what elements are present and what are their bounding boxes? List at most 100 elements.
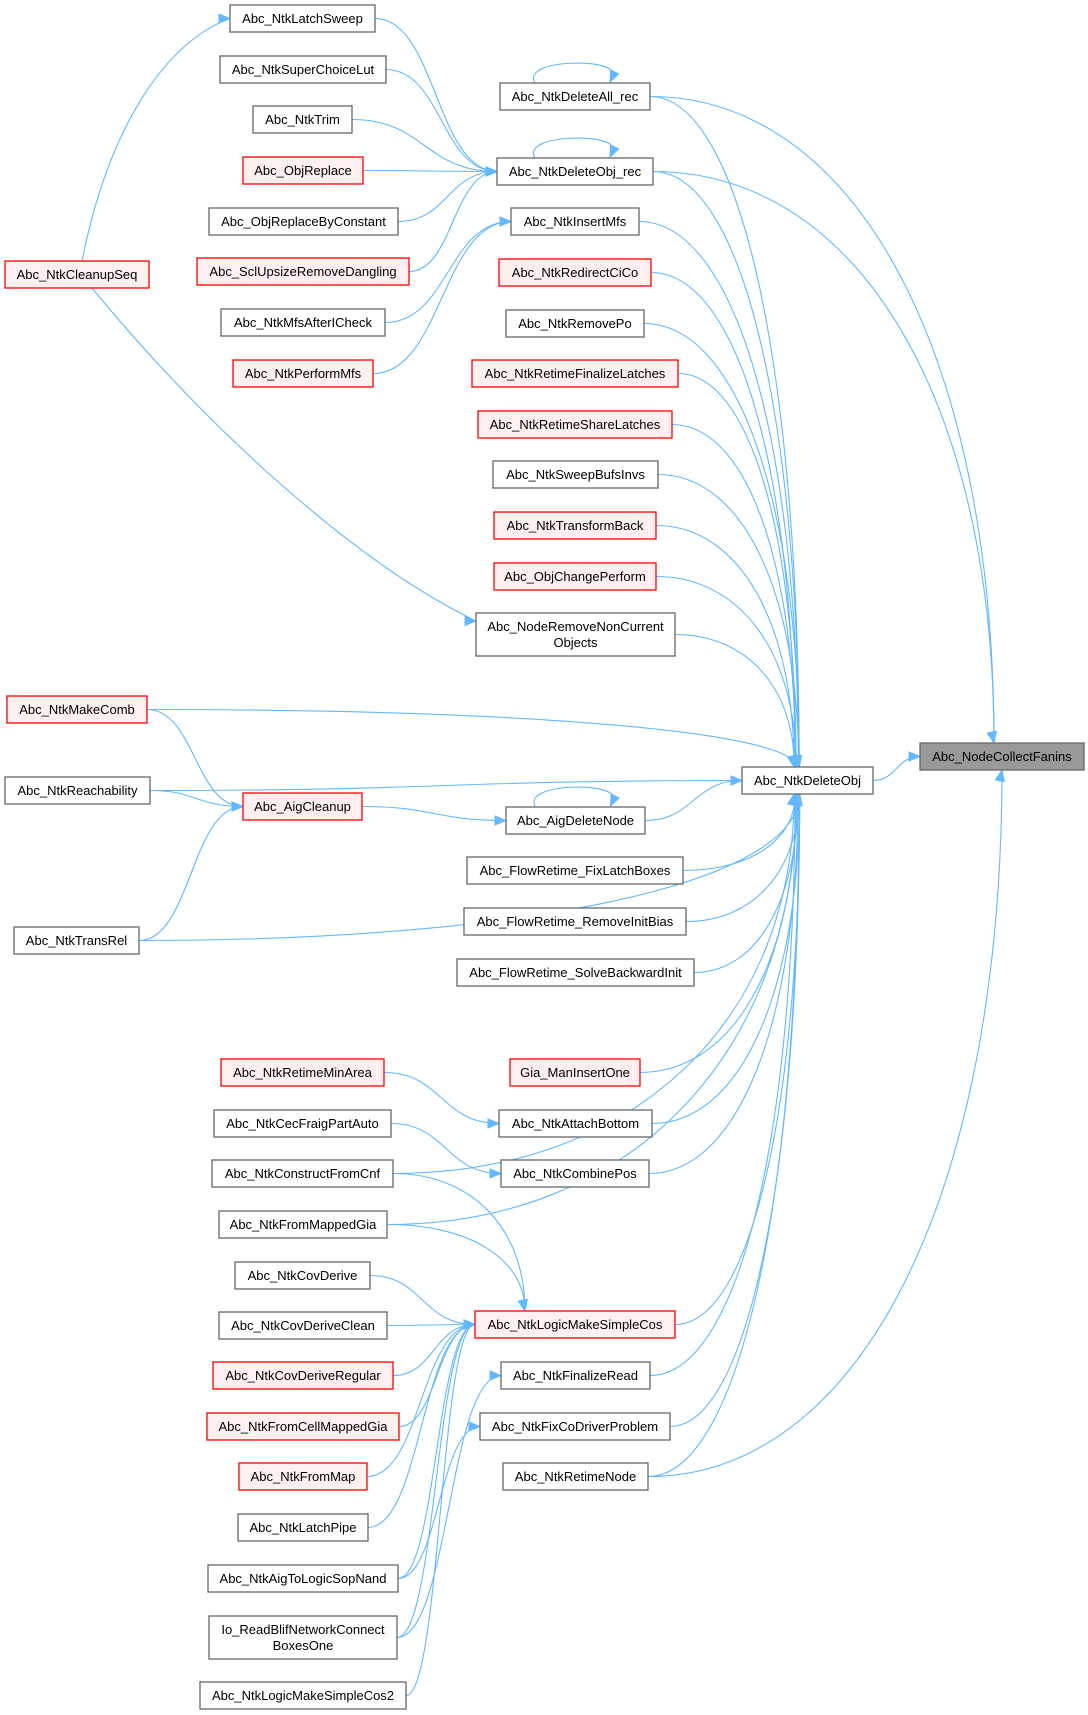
edge-flow-retime-fix-latch-boxes-to-ntk-delete-obj	[683, 794, 798, 871]
node-ntk-retime-finalize-latches[interactable]: Abc_NtkRetimeFinalizeLatches	[472, 360, 678, 387]
node-ntk-logic-make-simple-cos2[interactable]: Abc_NtkLogicMakeSimpleCos2	[200, 1682, 406, 1709]
arrow-head	[490, 1169, 501, 1178]
node-obj-replace-by-constant[interactable]: Abc_ObjReplaceByConstant	[209, 208, 398, 235]
node-ntk-construct-from-cnf[interactable]: Abc_NtkConstructFromCnf	[212, 1160, 393, 1187]
node-scl-upsize-remove-dangling[interactable]: Abc_SclUpsizeRemoveDangling	[197, 258, 409, 285]
edge-ntk-retime-min-area-to-ntk-attach-bottom	[384, 1073, 499, 1129]
arrow-head	[610, 145, 619, 157]
node-ntk-cov-derive[interactable]: Abc_NtkCovDerive	[235, 1262, 370, 1289]
node-ntk-super-choice-lut[interactable]: Abc_NtkSuperChoiceLut	[220, 56, 386, 83]
edge-line	[387, 1325, 475, 1326]
edge-aig-delete-node-to-aig-delete-node	[534, 787, 619, 807]
node-io-read-blif-network-connect-boxes-one[interactable]: Io_ReadBlifNetworkConnectBoxesOne	[209, 1616, 397, 1659]
node-label: Abc_NtkCovDeriveRegular	[225, 1368, 381, 1383]
node-label: Abc_NtkDeleteObj	[754, 773, 861, 788]
node-label: Abc_NtkCovDerive	[248, 1268, 358, 1283]
edge-line	[683, 794, 795, 871]
node-ntk-cov-derive-clean[interactable]: Abc_NtkCovDeriveClean	[219, 1312, 387, 1339]
edge-ntk-retime-finalize-latches-to-ntk-delete-obj	[678, 374, 798, 768]
edge-ntk-construct-from-cnf-to-ntk-logic-make-simple-cos	[393, 1174, 527, 1312]
edge-ntk-super-choice-lut-to-ntk-delete-obj-rec	[386, 70, 497, 177]
node-label: Abc_NtkConstructFromCnf	[225, 1166, 381, 1181]
node-obj-replace[interactable]: Abc_ObjReplace	[243, 157, 363, 184]
node-ntk-retime-share-latches[interactable]: Abc_NtkRetimeShareLatches	[478, 411, 672, 438]
node-ntk-remove-po[interactable]: Abc_NtkRemovePo	[506, 310, 644, 337]
node-ntk-redirect-ci-co[interactable]: Abc_NtkRedirectCiCo	[499, 259, 651, 286]
edge-node-remove-non-current-objects-to-ntk-delete-obj	[675, 635, 797, 768]
edge-ntk-retime-node-to-ntk-delete-obj	[648, 794, 801, 1477]
node-ntk-delete-all-rec[interactable]: Abc_NtkDeleteAll_rec	[500, 83, 650, 110]
edge-ntk-delete-obj-rec-to-ntk-delete-obj-rec	[533, 138, 618, 158]
arrow-head	[495, 816, 506, 825]
edge-ntk-cleanup-seq-to-node-remove-non-current-objects	[92, 288, 476, 626]
node-ntk-from-cell-mapped-gia[interactable]: Abc_NtkFromCellMappedGia	[207, 1413, 399, 1440]
node-gia-man-insert-one[interactable]: Gia_ManInsertOne	[510, 1059, 640, 1086]
node-ntk-from-mapped-gia[interactable]: Abc_NtkFromMappedGia	[219, 1211, 387, 1238]
edge-line	[678, 374, 796, 768]
node-ntk-latch-sweep[interactable]: Abc_NtkLatchSweep	[230, 5, 375, 32]
node-ntk-sweep-bufs-invs[interactable]: Abc_NtkSweepBufsInvs	[493, 461, 658, 488]
node-ntk-cec-fraig-part-auto[interactable]: Abc_NtkCecFraigPartAuto	[214, 1110, 391, 1137]
node-label: Abc_ObjReplaceByConstant	[221, 214, 386, 229]
node-flow-retime-fix-latch-boxes[interactable]: Abc_FlowRetime_FixLatchBoxes	[467, 857, 683, 884]
node-label: Abc_NtkRetimeMinArea	[233, 1065, 372, 1080]
node-label: Abc_NtkTransRel	[26, 933, 127, 948]
node-label: Abc_SclUpsizeRemoveDangling	[209, 264, 396, 279]
edge-aig-delete-node-to-ntk-delete-obj	[645, 776, 742, 821]
edge-flow-retime-remove-init-bias-to-ntk-delete-obj	[686, 794, 801, 922]
edge-line	[409, 172, 497, 272]
node-ntk-finalize-read[interactable]: Abc_NtkFinalizeRead	[501, 1362, 650, 1389]
node-ntk-retime-node[interactable]: Abc_NtkRetimeNode	[503, 1463, 648, 1490]
node-ntk-reachability[interactable]: Abc_NtkReachability	[5, 777, 150, 804]
node-flow-retime-solve-backward-init[interactable]: Abc_FlowRetime_SolveBackwardInit	[457, 959, 694, 986]
node-aig-cleanup[interactable]: Abc_AigCleanup	[243, 793, 362, 820]
edge-line	[147, 710, 243, 807]
edge-ntk-delete-all-rec-to-ntk-delete-all-rec	[533, 63, 618, 83]
node-label: Abc_NtkSweepBufsInvs	[506, 467, 645, 482]
node-label: Abc_NtkTrim	[265, 112, 340, 127]
node-ntk-logic-make-simple-cos[interactable]: Abc_NtkLogicMakeSimpleCos	[475, 1311, 675, 1338]
arrow-head	[909, 752, 920, 761]
node-ntk-mfs-after-icheck[interactable]: Abc_NtkMfsAfterICheck	[221, 309, 385, 336]
node-node-collect-fanins[interactable]: Abc_NodeCollectFanins	[920, 743, 1084, 770]
edge-line	[398, 1325, 475, 1579]
arrow-head	[486, 167, 497, 176]
node-label: Abc_NtkLatchSweep	[242, 11, 363, 26]
arrow-head	[987, 731, 996, 743]
node-ntk-retime-min-area[interactable]: Abc_NtkRetimeMinArea	[221, 1059, 384, 1086]
edge-line	[675, 635, 794, 768]
node-ntk-cleanup-seq[interactable]: Abc_NtkCleanupSeq	[5, 261, 149, 288]
node-label: BoxesOne	[273, 1638, 334, 1653]
node-label: Abc_NtkReachability	[18, 783, 138, 798]
node-aig-delete-node[interactable]: Abc_AigDeleteNode	[506, 807, 645, 834]
node-ntk-delete-obj[interactable]: Abc_NtkDeleteObj	[742, 767, 873, 794]
node-obj-change-perform[interactable]: Abc_ObjChangePerform	[494, 563, 656, 590]
edge-line	[648, 770, 1002, 1477]
node-label: Abc_AigCleanup	[254, 799, 351, 814]
node-ntk-combine-pos[interactable]: Abc_NtkCombinePos	[501, 1160, 649, 1187]
node-label: Abc_ObjChangePerform	[504, 569, 646, 584]
node-ntk-perform-mfs[interactable]: Abc_NtkPerformMfs	[233, 360, 373, 387]
node-ntk-latch-pipe[interactable]: Abc_NtkLatchPipe	[238, 1514, 368, 1541]
node-ntk-fix-co-driver-problem[interactable]: Abc_NtkFixCoDriverProblem	[480, 1413, 670, 1440]
node-ntk-insert-mfs[interactable]: Abc_NtkInsertMfs	[511, 208, 639, 235]
node-ntk-trim[interactable]: Abc_NtkTrim	[253, 106, 352, 133]
edge-line	[686, 794, 799, 922]
node-ntk-from-map[interactable]: Abc_NtkFromMap	[239, 1463, 367, 1490]
node-ntk-cov-derive-regular[interactable]: Abc_NtkCovDeriveRegular	[213, 1362, 393, 1389]
node-label: Abc_NtkInsertMfs	[524, 214, 627, 229]
edge-line	[658, 475, 799, 768]
node-ntk-make-comb[interactable]: Abc_NtkMakeComb	[7, 696, 147, 723]
edge-line	[670, 794, 800, 1427]
node-ntk-trans-rel[interactable]: Abc_NtkTransRel	[14, 927, 139, 954]
node-ntk-transform-back[interactable]: Abc_NtkTransformBack	[494, 512, 656, 539]
node-node-remove-non-current-objects[interactable]: Abc_NodeRemoveNonCurrentObjects	[476, 613, 675, 656]
node-label: Abc_NtkPerformMfs	[245, 366, 362, 381]
node-flow-retime-remove-init-bias[interactable]: Abc_FlowRetime_RemoveInitBias	[464, 908, 686, 935]
node-ntk-delete-obj-rec[interactable]: Abc_NtkDeleteObj_rec	[497, 158, 653, 185]
node-ntk-attach-bottom[interactable]: Abc_NtkAttachBottom	[499, 1110, 652, 1137]
edge-line	[653, 172, 994, 744]
arrow-head	[731, 776, 742, 785]
node-ntk-aig-to-logic-sop-nand[interactable]: Abc_NtkAigToLogicSopNand	[208, 1565, 398, 1592]
